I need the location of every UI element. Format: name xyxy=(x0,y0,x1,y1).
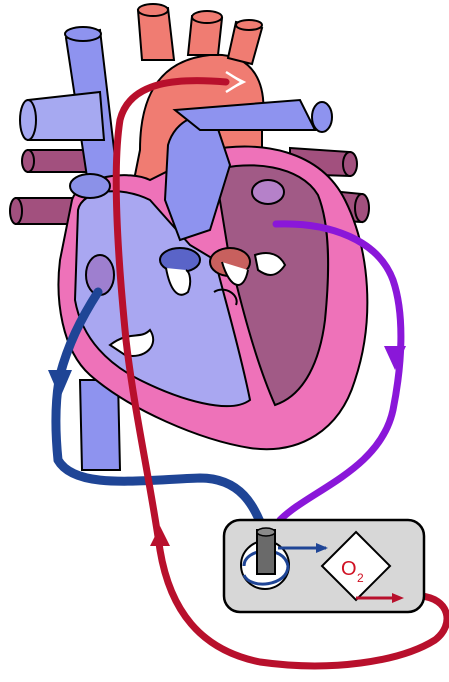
ecmo-machine: O 2 xyxy=(224,520,424,612)
oxygen-label: O xyxy=(341,558,357,580)
oxygen-label-subscript: 2 xyxy=(357,571,364,585)
flow-arrow-icon xyxy=(150,526,170,546)
flow-arrow-icon xyxy=(48,370,72,398)
